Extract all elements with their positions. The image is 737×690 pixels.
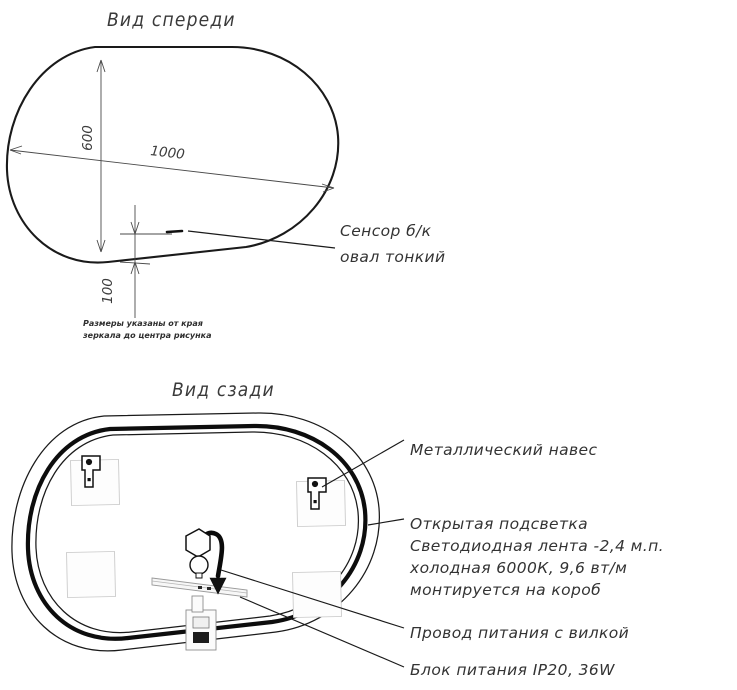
label-power-unit: Блок питания IP20, 36W (410, 661, 615, 679)
sensor-leader (187, 230, 336, 249)
hanger-bracket-right (307, 477, 327, 510)
dimension-height-label: 600 (80, 125, 96, 151)
label-backlight-line3: холодная 6000К, 9,6 вт/м (409, 559, 627, 577)
dimension-width-label: 1000 (150, 143, 186, 163)
front-view-note-line1: Размеры указаны от края (83, 319, 203, 328)
mount-plate-bottom-right (292, 571, 342, 618)
leader-power-cord (220, 569, 405, 629)
label-backlight-line2: Светодиодная лента -2,4 м.п. (410, 537, 664, 555)
front-mirror-outline (5, 45, 340, 264)
leader-bracket (321, 439, 405, 488)
label-backlight-line1: Открытая подсветка (410, 515, 588, 533)
mount-plate-bottom-left (66, 551, 116, 598)
leader-power-unit (239, 596, 405, 668)
rear-inner-panel (35, 431, 359, 634)
rear-view-title: Вид сзади (172, 379, 275, 401)
label-backlight-line4: монтируется на короб (410, 581, 601, 599)
front-view-title: Вид спереди (107, 9, 236, 31)
led-rail (151, 577, 248, 598)
front-view-note-line2: зеркала до центра рисунка (82, 331, 212, 340)
label-power-cord: Провод питания с вилкой (410, 624, 629, 642)
power-cable (185, 528, 227, 595)
hanger-bracket-left (81, 455, 101, 488)
sensor-label-line1: Сенсор б/к (340, 222, 432, 240)
rear-view-group: Вид сзади (11, 379, 664, 679)
front-view-group: 1000 600 1 (5, 9, 446, 340)
sensor-strip (165, 229, 184, 234)
power-supply-unit (185, 595, 217, 651)
sensor-label-line2: овал тонкий (340, 248, 446, 266)
label-metal-bracket: Металлический навес (410, 441, 597, 459)
dimension-height (96, 59, 106, 253)
dimension-sensor-offset-label: 100 (100, 278, 116, 304)
leader-backlight (367, 518, 405, 526)
dimension-width (9, 145, 335, 193)
leader-lines-rear (220, 439, 405, 668)
dimension-sensor-offset (119, 205, 172, 318)
